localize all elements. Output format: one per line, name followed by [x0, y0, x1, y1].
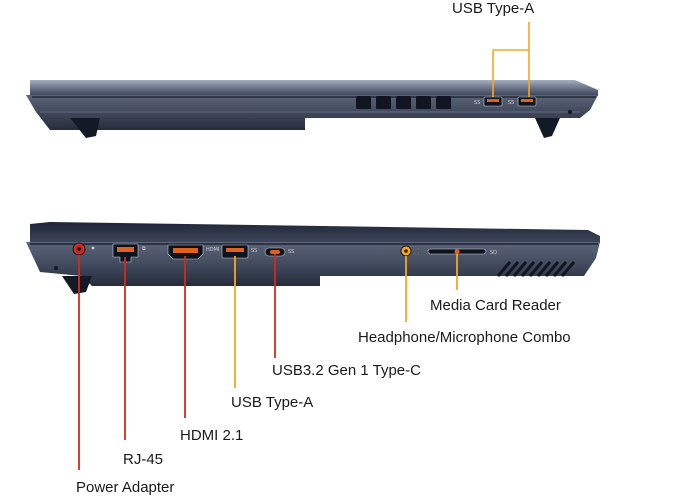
- hdmi-port-icon: HDMI: [167, 244, 219, 260]
- bottom-vents: [496, 261, 576, 277]
- svg-text:HDMI: HDMI: [206, 247, 219, 253]
- vent-slot: [528, 261, 544, 277]
- top-vents: [356, 96, 451, 109]
- audio-jack-icon: 🎧: [400, 245, 420, 257]
- svg-text:⧉: ⧉: [142, 246, 146, 252]
- top-lid: [30, 80, 598, 96]
- bottom-base: [26, 242, 600, 286]
- vent-slot: [416, 96, 431, 109]
- usb-port-icon: SS: [508, 96, 537, 107]
- vent-slot: [544, 261, 560, 277]
- svg-text:SS: SS: [474, 100, 480, 106]
- svg-text:SS: SS: [288, 249, 294, 255]
- hdmi-21-label: HDMI 2.1: [180, 427, 244, 444]
- laptop-top-view: SS SS: [26, 22, 598, 138]
- svg-text:🎧: 🎧: [414, 249, 420, 256]
- top-foot-left: [70, 118, 100, 138]
- usb-c-port-icon: SS: [264, 247, 294, 257]
- bottom-foot-left: [62, 276, 92, 294]
- vent-slot: [396, 96, 411, 109]
- svg-text:SD: SD: [490, 250, 497, 256]
- usb-type-a-top-label: USB Type-A: [452, 0, 535, 17]
- power-adapter-label: Power Adapter: [76, 479, 175, 496]
- vent-slot: [536, 261, 552, 277]
- rj-45-label: RJ-45: [123, 451, 164, 468]
- vent-slot: [560, 261, 576, 277]
- usb-port-icon: SS: [474, 96, 503, 107]
- usb-type-a-bottom-label: USB Type-A: [231, 394, 314, 411]
- vent-slot: [552, 261, 568, 277]
- vent-slot: [436, 96, 451, 109]
- headphone-microphone-combo-label: Headphone/Microphone Combo: [358, 329, 571, 346]
- callout-leaders: [78, 254, 458, 470]
- vent-slot: [496, 261, 512, 277]
- media-card-reader-label: Media Card Reader: [430, 297, 561, 314]
- vent-slot: [356, 96, 371, 109]
- vent-slot: [376, 96, 391, 109]
- usb-type-a-top-callout: [492, 22, 530, 97]
- top-foot-right: [535, 118, 560, 138]
- ethernet-port-icon: ⧉: [112, 243, 146, 263]
- vent-slot: [520, 261, 536, 277]
- vent-slot: [504, 261, 520, 277]
- sd-slot-icon: SD: [427, 248, 497, 256]
- top-base: [26, 95, 598, 130]
- laptop-bottom-view: ⧉ HDMI SS SS 🎧 SD: [26, 222, 600, 470]
- svg-text:SS: SS: [251, 248, 257, 254]
- vent-slot: [512, 261, 528, 277]
- bottom-lid: [30, 222, 600, 243]
- usb32-gen1-type-c-label: USB3.2 Gen 1 Type-C: [272, 362, 421, 379]
- svg-text:SS: SS: [508, 100, 514, 106]
